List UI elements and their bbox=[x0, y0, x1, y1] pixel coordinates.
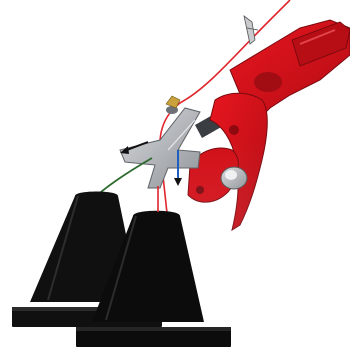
handle-fade bbox=[180, 140, 350, 350]
cable-clip bbox=[244, 16, 258, 44]
green-cable bbox=[96, 158, 152, 196]
